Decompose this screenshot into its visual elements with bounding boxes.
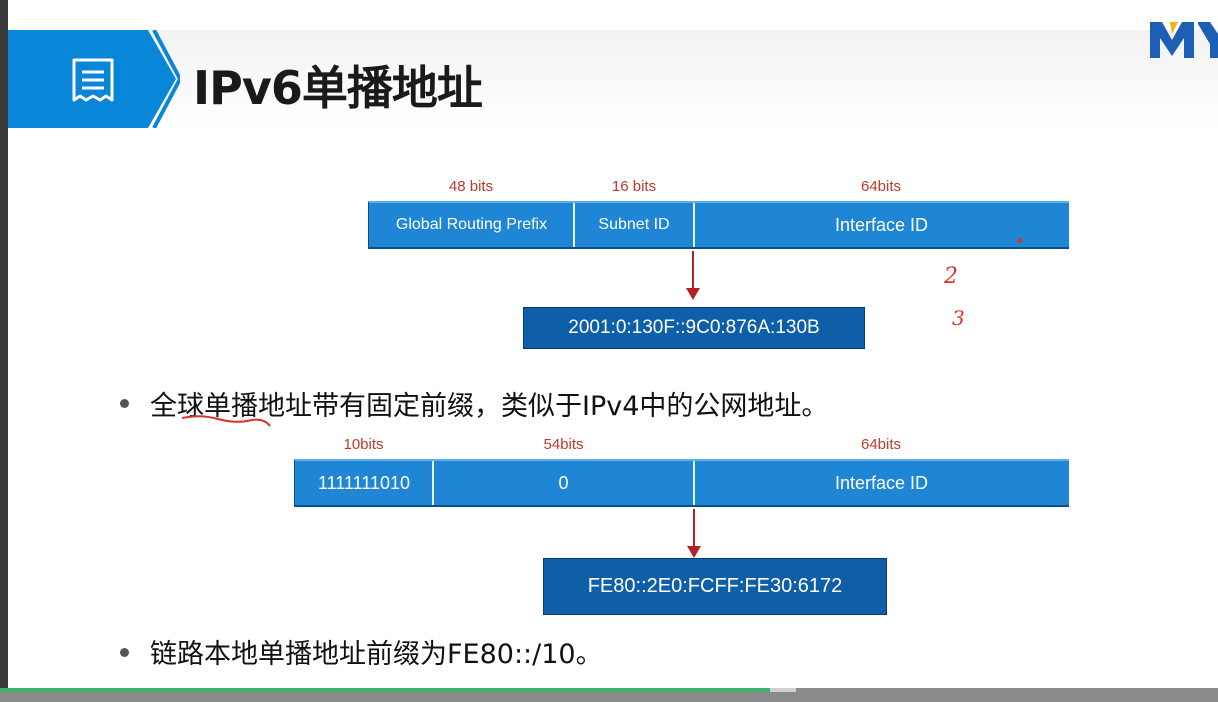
video-buffer-indicator [770,688,796,692]
left-window-border [0,0,8,690]
annotation-dot [1017,238,1022,243]
header-accent-block [8,30,148,128]
segment-global-routing-prefix: Global Routing Prefix [368,201,574,249]
segment-prefix-bits: 1111111010 [294,459,433,507]
arrow-down-line [692,251,694,289]
arrow-down-icon [686,288,700,300]
handwritten-underline [181,415,271,427]
handwritten-note: 3 [952,306,965,330]
segment-divider [573,203,575,247]
arrow-down-line [693,509,695,547]
bullet-dot [120,648,129,657]
header-chevron [140,30,180,128]
bits-label-global-prefix: 48 bits [448,178,494,195]
segment-subnet-id: Subnet ID [574,201,694,249]
bits-label-prefix: 10bits [343,436,384,453]
address-example-global: 2001:0:130F::9C0:876A:130B [523,307,865,349]
segment-interface-id: Interface ID [694,201,1069,249]
slide-title: IPv6单播地址 [193,61,483,115]
header-band [8,30,1218,128]
bits-label-subnet: 16 bits [611,178,657,195]
arrow-down-icon [687,546,701,558]
segment-divider [693,461,695,505]
bits-label-interface: 64bits [860,178,902,195]
address-example-link-local: FE80::2E0:FCFF:FE30:6172 [543,558,887,615]
brand-logo [1150,22,1218,58]
segment-divider [432,461,434,505]
bullet-link-local: 链路本地单播地址前缀为FE80::/10。 [150,639,603,670]
bullet-global-unicast: 全球单播地址带有固定前缀，类似于IPv4中的公网地址。 [150,391,829,422]
bits-label-zero: 54bits [543,436,584,453]
segment-divider [693,203,695,247]
handwritten-note: 2 [944,264,958,289]
bits-label-interface: 64bits [860,436,902,453]
segment-interface-id: Interface ID [694,459,1069,507]
document-icon [72,58,114,102]
video-progress-fill [0,688,770,692]
bullet-dot [120,399,129,408]
segment-zero: 0 [433,459,694,507]
